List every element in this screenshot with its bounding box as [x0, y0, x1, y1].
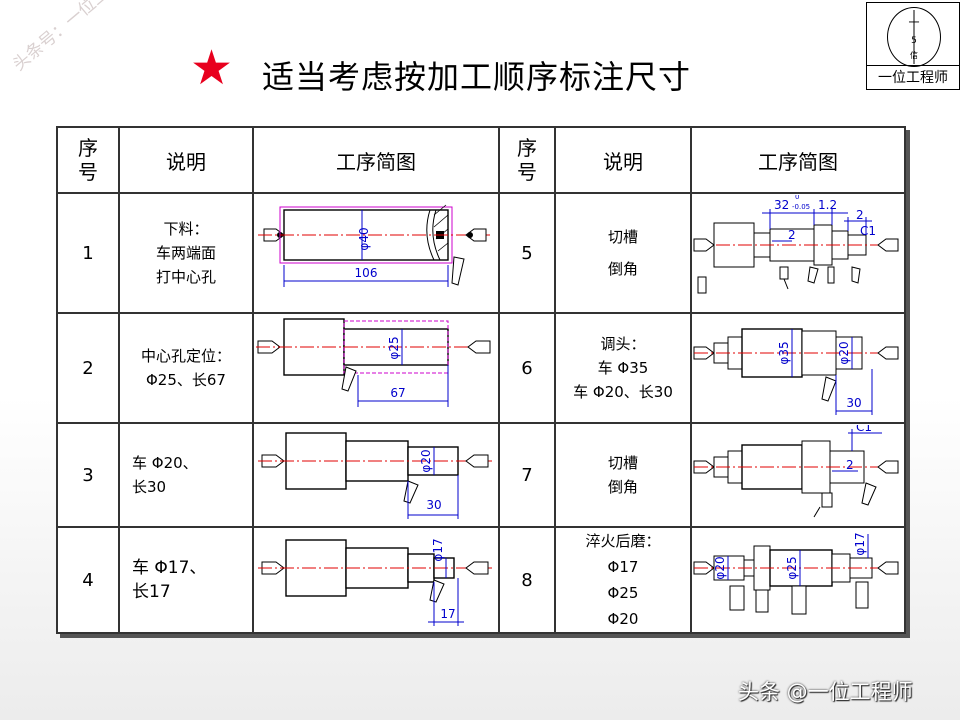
header-fig: 工序简图: [252, 126, 500, 194]
header-seq: 序号: [56, 126, 120, 194]
dimension-label: 30: [426, 498, 441, 512]
tailstock-center-icon: [261, 454, 285, 468]
dimension-label: φ20: [419, 449, 433, 472]
tailstock-center-icon: [877, 561, 899, 575]
seq-cell: 4: [56, 526, 120, 634]
dimension-label: φ25: [387, 336, 401, 359]
process-diagram: φ25 67: [252, 312, 500, 424]
dimension-label: 17: [440, 607, 455, 621]
dimension-label: 30: [846, 396, 861, 410]
dimension-label: φ20: [837, 341, 851, 364]
tailstock-center-icon: [877, 346, 899, 360]
tailstock-center-icon: [877, 460, 899, 474]
desc-cell: 车 Φ20、 长30: [118, 422, 254, 528]
seq-cell: 5: [498, 192, 556, 314]
tailstock-center-icon: [877, 238, 899, 252]
table-header-row: 序号 说明 工序简图 序号 说明 工序简图: [56, 126, 906, 194]
slide-title: 适当考虑按加工顺序标注尺寸: [262, 58, 692, 96]
tolerance-label: 0: [795, 195, 799, 201]
svg-text:信: 信: [910, 50, 918, 60]
table-row: 1 下料： 车两端面 打中心孔 φ40: [56, 192, 906, 314]
tolerance-label: -0.05: [792, 203, 810, 211]
desc-cell: 车 Φ17、 长17: [118, 526, 254, 634]
table-row: 3 车 Φ20、 长30 φ20 30 7 切槽: [56, 422, 906, 528]
header-fig: 工序简图: [690, 126, 906, 194]
dimension-label: 32: [774, 198, 789, 212]
dimension-label: φ20: [713, 556, 727, 579]
header-seq: 序号: [498, 126, 556, 194]
header-desc: 说明: [554, 126, 692, 194]
tailstock-center-icon: [467, 340, 491, 354]
dimension-label: 1.2: [818, 198, 837, 212]
dimension-label: 67: [390, 386, 405, 400]
svg-text:一: 一: [909, 16, 920, 29]
logo-seal-icon: 一 5 信: [887, 7, 941, 67]
desc-cell: 切槽 倒角: [554, 422, 692, 528]
star-icon: ★: [190, 40, 234, 96]
dimension-label: φ17: [853, 532, 867, 555]
dimension-label: φ25: [785, 556, 799, 579]
footer-watermark: 头条 @一位工程师: [738, 680, 913, 704]
dimension-label: φ40: [357, 227, 371, 250]
process-diagram: 32 0 -0.05 1.2 2 C1 2: [690, 192, 906, 314]
seq-cell: 1: [56, 192, 120, 314]
process-diagram: φ20 30: [252, 422, 500, 528]
process-diagram: φ20 φ25 φ17: [690, 526, 906, 634]
dimension-label: φ35: [777, 341, 791, 364]
seq-cell: 2: [56, 312, 120, 424]
dimension-label: C1: [856, 425, 872, 434]
tailstock-center-icon: [693, 238, 715, 252]
desc-cell: 中心孔定位： Φ25、长67: [118, 312, 254, 424]
dimension-label: 2: [788, 228, 796, 242]
seq-cell: 3: [56, 422, 120, 528]
svg-text:5: 5: [911, 36, 917, 46]
process-table: 序号 说明 工序简图 序号 说明 工序简图 1 下料： 车两端面 打中心孔: [56, 126, 906, 634]
tailstock-center-icon: [465, 228, 487, 242]
process-diagram: C1 2: [690, 422, 906, 528]
dimension-label: C1: [860, 224, 876, 238]
desc-cell: 下料： 车两端面 打中心孔: [118, 192, 254, 314]
process-diagram: φ40 106: [252, 192, 500, 314]
seq-cell: 6: [498, 312, 556, 424]
seq-cell: 7: [498, 422, 556, 528]
table-row: 4 车 Φ17、 长17 φ17 17 8: [56, 526, 906, 634]
logo: 一 5 信 一位工程师: [866, 2, 960, 90]
desc-cell: 调头： 车 Φ35 车 Φ20、长30: [554, 312, 692, 424]
tailstock-center-icon: [261, 561, 285, 575]
dimension-label: 106: [355, 266, 378, 280]
tailstock-center-icon: [465, 561, 489, 575]
dimension-label: 2: [846, 458, 854, 472]
process-diagram: φ35 φ20 30: [690, 312, 906, 424]
process-diagram: φ17 17: [252, 526, 500, 634]
dimension-label: 2: [856, 208, 864, 222]
seq-cell: 8: [498, 526, 556, 634]
header-desc: 说明: [118, 126, 254, 194]
table-row: 2 中心孔定位： Φ25、长67 φ25 67 6: [56, 312, 906, 424]
desc-cell: 切槽 倒角: [554, 192, 692, 314]
tailstock-center-icon: [465, 454, 489, 468]
dimension-label: φ17: [431, 538, 445, 561]
logo-text: 一位工程师: [867, 65, 959, 87]
desc-cell: 淬火后磨： Φ17 Φ25 Φ20: [554, 526, 692, 634]
